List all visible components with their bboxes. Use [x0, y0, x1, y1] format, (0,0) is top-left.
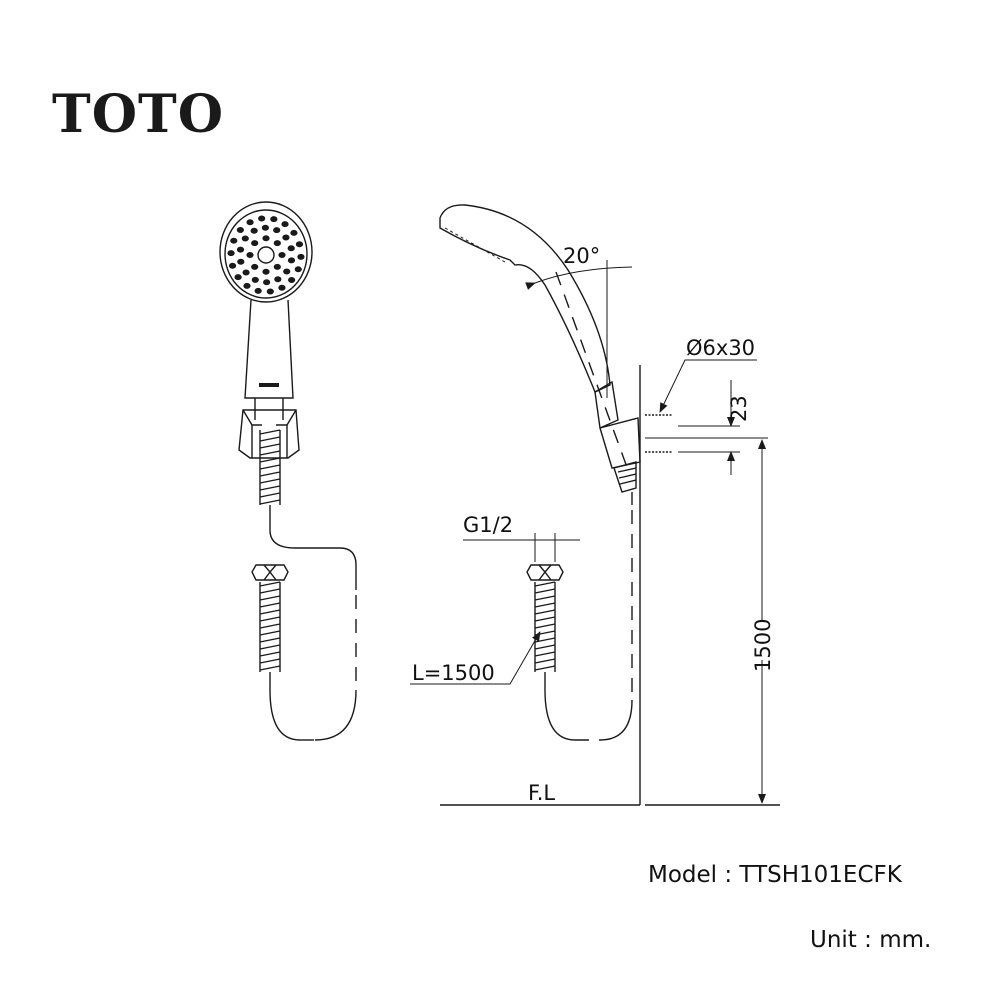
nozzle-hole	[251, 263, 259, 270]
nozzle-holes	[227, 215, 305, 295]
nozzle-hole	[246, 219, 254, 226]
nozzle-hole	[290, 229, 298, 236]
nozzle-hole	[227, 250, 235, 257]
front-view-shower	[219, 201, 357, 741]
angle-label: 20°	[563, 244, 600, 268]
nozzle-hole	[281, 221, 289, 228]
nozzle-hole	[288, 277, 296, 284]
hose-spiral-side	[534, 581, 556, 672]
spiral-wrap	[534, 581, 556, 672]
nozzle-hole	[278, 252, 286, 258]
nozzle-hole	[234, 274, 242, 281]
spiral-wrap	[259, 429, 281, 505]
hose-spiral-bottom	[259, 581, 281, 672]
nozzle-hole	[258, 215, 266, 222]
nozzle-hole	[263, 279, 271, 286]
nozzle-hole	[270, 216, 278, 223]
nozzle-hole	[251, 240, 259, 247]
nozzle-hole	[282, 234, 290, 241]
nozzle-hole	[250, 227, 258, 234]
nozzle-hole	[278, 284, 286, 291]
mount-height-label: 1500	[751, 619, 775, 672]
nozzle-hole	[242, 269, 250, 276]
nozzle-hole	[297, 253, 305, 260]
bracket-spacing-label: 23	[727, 395, 751, 422]
nozzle-hole	[237, 258, 245, 265]
nozzle-hole	[283, 268, 291, 275]
nozzle-hole	[236, 226, 244, 233]
anchor-label: Ø6x30	[686, 336, 755, 360]
model-number: Model : TTSH101ECFK	[648, 862, 903, 888]
nozzle-hole	[241, 235, 249, 242]
spiral-wrap	[259, 581, 281, 672]
nozzle-hole	[236, 246, 245, 253]
nozzle-hole	[287, 245, 295, 252]
nozzle-hole	[273, 227, 281, 234]
hose-length-label: L=1500	[412, 661, 495, 685]
nozzle-hole	[251, 276, 259, 283]
nozzle-hole	[243, 282, 251, 289]
toto-logo: TOTO	[52, 84, 224, 145]
unit-label: Unit : mm.	[810, 927, 931, 953]
nozzle-hole	[274, 276, 282, 283]
nozzle-hole	[246, 252, 254, 258]
nozzle-hole	[294, 266, 302, 273]
nozzle-hole	[295, 241, 304, 248]
nozzle-hole	[262, 235, 270, 242]
nozzle-hole	[261, 224, 269, 231]
nozzle-hole	[254, 287, 262, 294]
nozzle-hole	[228, 262, 237, 269]
nozzle-hole	[266, 288, 274, 295]
floor-level-label: F.L	[528, 781, 555, 805]
nozzle-hole	[273, 263, 281, 270]
nozzle-hole	[273, 240, 281, 247]
side-view-shower: 20° Ø6x30 23 1500 F.L G1/2 L=1500	[410, 204, 780, 806]
nozzle-hole	[287, 257, 296, 264]
thread-label: G1/2	[463, 513, 513, 537]
nozzle-hole	[262, 268, 270, 275]
hose-spiral-top	[259, 429, 281, 505]
nozzle-hole	[230, 237, 238, 244]
